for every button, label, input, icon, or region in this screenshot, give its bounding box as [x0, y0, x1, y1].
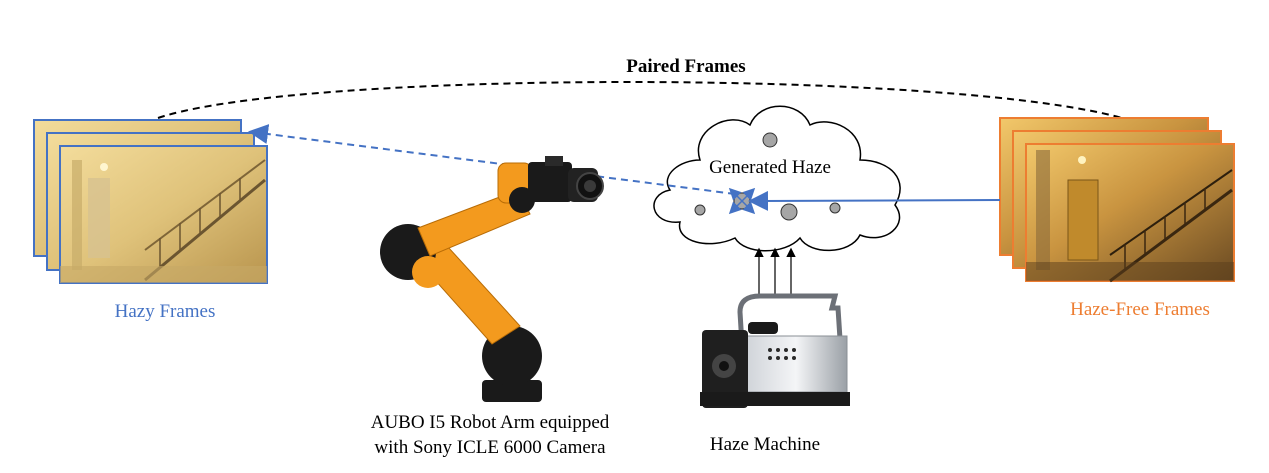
robot-arm-label: AUBO I5 Robot Arm equipped with Sony ICL… — [330, 410, 650, 460]
haze-free-frames-label: Haze-Free Frames — [1070, 299, 1210, 320]
haze-to-hazy-arrow — [248, 124, 736, 195]
robot-arm — [380, 156, 604, 402]
generated-haze-cloud — [653, 105, 901, 252]
paired-frames-label: Paired Frames — [626, 56, 746, 77]
haze-free-frame-front — [1025, 143, 1235, 283]
paired-frames-arc — [157, 81, 1123, 119]
robot-arm-label-line2: with Sony ICLE 6000 Camera — [374, 437, 606, 458]
hazy-frame-front — [59, 145, 268, 284]
haze-rise-arrows — [754, 247, 796, 294]
hazy-frames-label: Hazy Frames — [114, 301, 216, 322]
robot-arm-label-line1: AUBO I5 Robot Arm equipped — [370, 412, 610, 433]
clear-to-haze-arrow — [748, 190, 1001, 211]
camera-icon — [528, 156, 604, 202]
haze-free-frames-stack — [999, 117, 1235, 283]
haze-machine-label: Haze Machine — [709, 434, 821, 455]
haze-machine — [700, 293, 850, 408]
generated-haze-label: Generated Haze — [709, 157, 831, 178]
hazy-frames-stack — [33, 119, 268, 284]
